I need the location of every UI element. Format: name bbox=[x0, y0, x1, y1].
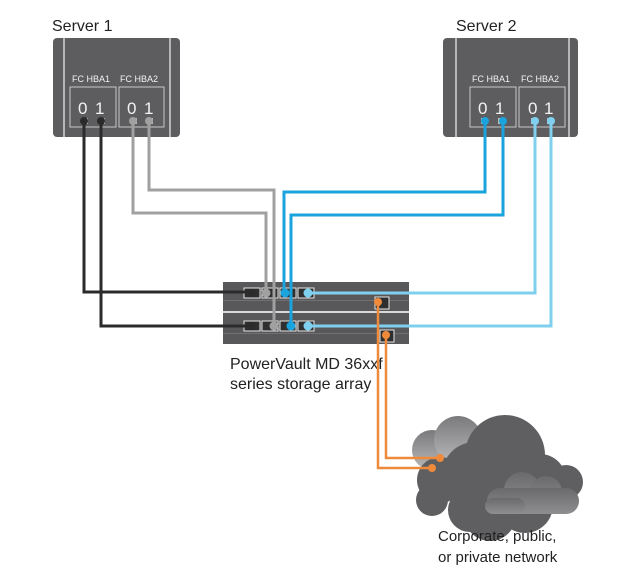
cable-server2-hba2-port0 bbox=[308, 121, 537, 295]
connector-array-c0-p1 bbox=[261, 288, 271, 298]
connector-s1-hba2-p1 bbox=[145, 117, 153, 125]
network-cloud: Corporate, public, or private network bbox=[412, 415, 583, 566]
server-1-hba2-card bbox=[118, 86, 165, 128]
cable-server2-hba2-port1 bbox=[308, 121, 553, 328]
connector-array-c0-p3 bbox=[303, 288, 313, 298]
server-1-hba1-label: FC HBA1 bbox=[72, 74, 110, 84]
connector-s2-hba2-p1 bbox=[547, 117, 555, 125]
server-2-hba1-card bbox=[469, 86, 517, 128]
connector-s1-hba1-p1 bbox=[97, 117, 105, 125]
server-1-hba2-port0-label: 0 bbox=[127, 99, 136, 118]
connector-array-c1-p0 bbox=[246, 321, 256, 331]
server-1: Server 1 FC HBA1 FC HBA2 0 1 0 1 bbox=[52, 18, 180, 137]
server-2-label: Server 2 bbox=[456, 18, 517, 35]
server-1-bezel-left bbox=[63, 38, 65, 137]
network-label-line1: Corporate, public, bbox=[438, 528, 556, 545]
server-2: Server 2 FC HBA1 FC HBA2 0 1 0 1 bbox=[443, 18, 578, 137]
connector-array-c0-p0 bbox=[246, 288, 256, 298]
cable-server1-hba1-port1 bbox=[99, 121, 250, 328]
server-2-bezel-right bbox=[568, 38, 570, 137]
cable-server1-hba2-port0 bbox=[131, 121, 268, 292]
server-1-bezel-right bbox=[169, 38, 171, 137]
connector-array-c1-p3 bbox=[303, 321, 313, 331]
server-1-hba1-port1-label: 1 bbox=[95, 99, 104, 118]
storage-label-line2: series storage array bbox=[230, 376, 371, 393]
server-2-hba2-port1-label: 1 bbox=[544, 99, 553, 118]
cable-server2-hba1-port0 bbox=[282, 121, 487, 292]
connector-array-c1-p2 bbox=[286, 321, 296, 331]
connector-array-c1-p1 bbox=[269, 321, 279, 331]
connector-s2-hba2-p0 bbox=[531, 117, 539, 125]
server-2-hba1-port1-label: 1 bbox=[495, 99, 504, 118]
connector-mgmt-c0 bbox=[374, 298, 382, 306]
cable-management-controller1 bbox=[384, 334, 440, 460]
connector-mgmt-c1 bbox=[382, 331, 390, 339]
connector-s2-hba1-p1 bbox=[499, 117, 507, 125]
network-label-line2: or private network bbox=[438, 549, 558, 566]
connector-array-c0-p2 bbox=[280, 288, 290, 298]
connector-network-1 bbox=[436, 454, 444, 462]
server-1-label: Server 1 bbox=[52, 18, 113, 35]
cable-management-controller0 bbox=[376, 302, 432, 470]
connector-s2-hba1-p0 bbox=[481, 117, 489, 125]
connector-s1-hba1-p0 bbox=[80, 117, 88, 125]
cable-server1-hba1-port0 bbox=[82, 121, 250, 294]
server-2-hba1-label: FC HBA1 bbox=[472, 74, 510, 84]
server-1-hba2-port1-label: 1 bbox=[144, 99, 153, 118]
server-2-bezel-left bbox=[455, 38, 457, 137]
cable-server2-hba1-port1 bbox=[289, 121, 505, 326]
server-1-hba1-card bbox=[69, 86, 117, 128]
connector-network-2 bbox=[428, 464, 436, 472]
cloud-front-puff bbox=[485, 472, 579, 514]
server-2-hba2-port0-label: 0 bbox=[528, 99, 537, 118]
storage-array: PowerVault MD 36xxf series storage array bbox=[223, 282, 409, 393]
connector-s1-hba2-p0 bbox=[129, 117, 137, 125]
cable-server1-hba2-port1 bbox=[147, 121, 276, 326]
server-2-hba2-card bbox=[518, 86, 566, 128]
controller-divider bbox=[223, 311, 409, 313]
server-1-hba1-port0-label: 0 bbox=[78, 99, 87, 118]
server-2-hba1-port0-label: 0 bbox=[478, 99, 487, 118]
server-2-hba2-label: FC HBA2 bbox=[521, 74, 559, 84]
storage-label-line1: PowerVault MD 36xxf bbox=[230, 356, 383, 373]
server-1-hba2-label: FC HBA2 bbox=[120, 74, 158, 84]
